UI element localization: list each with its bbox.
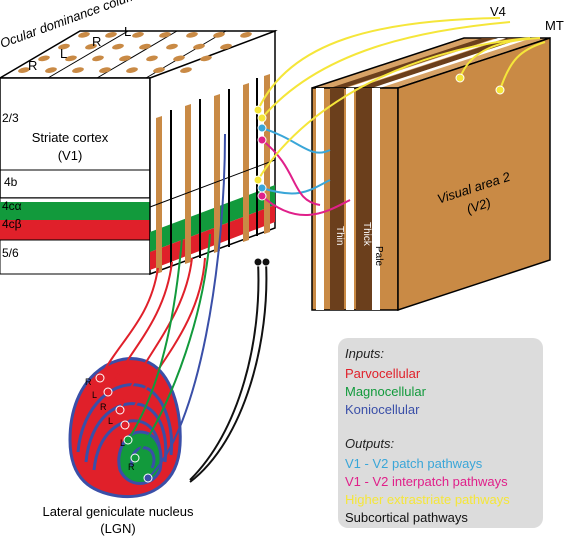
pathway-dot-7 — [253, 257, 263, 267]
output-pathways — [257, 17, 546, 216]
blob-5 — [153, 67, 165, 73]
legend-inputs-heading: Inputs: — [345, 346, 385, 361]
blob-13 — [200, 55, 212, 62]
pathway-dot-13 — [253, 105, 263, 115]
pathway-dot-1 — [103, 387, 113, 397]
lgn-layer-letters: R L R L L R — [85, 377, 135, 472]
blob-16 — [112, 43, 124, 50]
v1-cube — [0, 29, 278, 276]
blob-18 — [166, 43, 178, 50]
cytochrome-blobs — [18, 32, 252, 73]
layer-label-4ca: 4cα — [2, 199, 22, 213]
blob-0 — [18, 67, 30, 73]
blob-20 — [220, 43, 232, 50]
pathway-dot-8 — [261, 257, 271, 267]
blob-22 — [105, 32, 117, 38]
legend-input-konio: Koniocellular — [345, 402, 420, 417]
blob-14 — [58, 43, 70, 50]
lgn-abbrev: (LGN) — [100, 521, 135, 536]
v1-name: Striate cortex — [32, 130, 109, 145]
blob-12 — [173, 55, 185, 62]
blob-21 — [78, 32, 90, 38]
blob-19 — [193, 43, 205, 50]
blob-17 — [139, 43, 151, 50]
v4-label: V4 — [490, 4, 506, 19]
blob-7 — [38, 55, 50, 62]
legend-output-extrastriate: Higher extrastriate pathways — [345, 492, 510, 507]
pathway-dot-6 — [143, 473, 153, 483]
pathway-dot-12 — [257, 191, 267, 201]
pathway-dot-15 — [253, 175, 263, 185]
pathway-dot-9 — [257, 123, 267, 133]
blob-9 — [92, 55, 104, 62]
v2-cube — [311, 36, 551, 312]
pathway-endpoints — [95, 73, 505, 483]
od-letter-r2: R — [92, 34, 101, 49]
stripe-thick-label: Thick — [361, 222, 372, 247]
blob-3 — [99, 67, 111, 73]
pathway-dot-2 — [115, 405, 125, 415]
legend-output-patch: V1 - V2 patch pathways — [345, 456, 483, 471]
v2-abbrev: (V2) — [465, 195, 493, 217]
blob-11 — [146, 55, 158, 62]
input-pathways — [99, 133, 268, 483]
od-letter-l2: L — [124, 24, 131, 39]
layer-label-4b: 4b — [4, 175, 18, 189]
blob-24 — [159, 32, 171, 38]
mt-label: MT — [545, 18, 564, 33]
pathway-dot-16 — [455, 73, 465, 83]
pathway-dot-10 — [257, 183, 267, 193]
lgn-letter-6: R — [128, 462, 135, 472]
layer-label-2-3: 2/3 — [2, 111, 19, 125]
stripe-pale-label: Pale — [373, 246, 384, 266]
pathway-dot-17 — [495, 85, 505, 95]
blob-25 — [186, 32, 198, 38]
blob-27 — [240, 32, 252, 38]
legend — [338, 338, 543, 528]
blob-2 — [72, 67, 84, 73]
pathway-dot-14 — [257, 113, 267, 123]
lgn-name: Lateral geniculate nucleus — [42, 504, 194, 519]
v1-abbrev: (V1) — [58, 148, 83, 163]
lgn-letter-1: R — [85, 377, 92, 387]
lgn-letter-4: L — [108, 416, 113, 426]
blob-23 — [132, 32, 144, 38]
pathway-dot-11 — [257, 135, 267, 145]
blob-6 — [180, 67, 192, 73]
pathway-dot-3 — [120, 420, 130, 430]
layer-label-5-6: 5/6 — [2, 246, 19, 260]
pathway-dot-0 — [95, 373, 105, 383]
od-letter-l1: L — [60, 46, 67, 61]
legend-outputs-heading: Outputs: — [345, 436, 395, 451]
blob-26 — [213, 32, 225, 38]
blob-15 — [85, 43, 97, 50]
blob-1 — [45, 67, 57, 73]
legend-input-magno: Magnocellular — [345, 384, 426, 399]
blob-8 — [65, 55, 77, 62]
lgn-letter-2: L — [92, 390, 97, 400]
layer-label-4cb: 4cβ — [2, 217, 22, 231]
lgn-letter-3: R — [100, 402, 107, 412]
blob-10 — [119, 55, 131, 62]
od-letter-r1: R — [28, 58, 37, 73]
legend-output-subcortical: Subcortical pathways — [345, 510, 468, 525]
pathway-dot-5 — [130, 453, 140, 463]
legend-output-interpatch: V1 - V2 interpatch pathways — [345, 474, 508, 489]
stripe-thin-label: Thin — [334, 226, 345, 245]
legend-input-parvo: Parvocellular — [345, 366, 421, 381]
blob-4 — [126, 67, 138, 73]
pathway-dot-4 — [123, 435, 133, 445]
lgn-letter-5: L — [120, 438, 125, 448]
